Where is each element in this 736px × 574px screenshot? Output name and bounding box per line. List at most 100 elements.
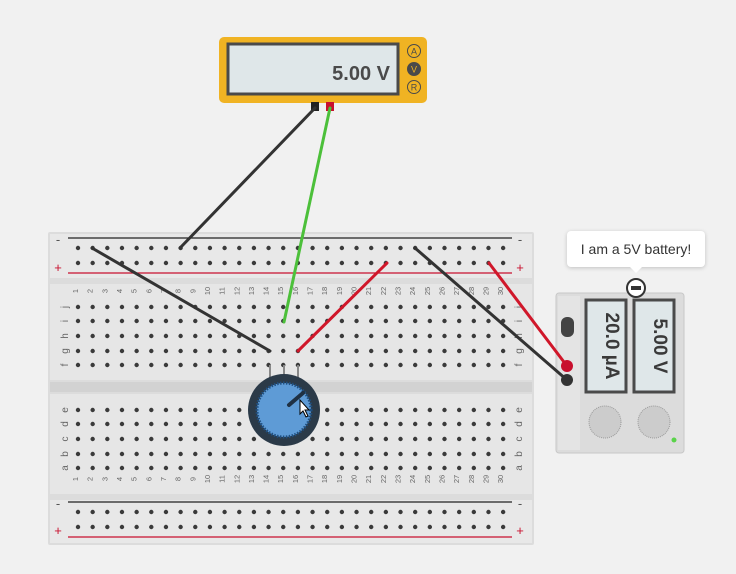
breadboard-hole[interactable] <box>178 436 183 442</box>
supply-positive-terminal[interactable] <box>561 360 573 372</box>
breadboard-hole[interactable] <box>105 362 110 368</box>
breadboard-hole[interactable] <box>119 333 125 339</box>
breadboard-hole[interactable] <box>442 318 447 324</box>
breadboard-hole[interactable] <box>354 451 359 457</box>
breadboard-hole[interactable] <box>500 509 506 515</box>
breadboard-hole[interactable] <box>237 436 242 442</box>
breadboard-hole[interactable] <box>222 524 227 530</box>
breadboard-hole[interactable] <box>119 304 125 310</box>
breadboard-hole[interactable] <box>383 333 389 339</box>
breadboard-hole[interactable] <box>251 362 257 368</box>
breadboard-hole[interactable] <box>281 524 286 530</box>
breadboard-hole[interactable] <box>134 304 139 310</box>
breadboard-hole[interactable] <box>90 451 95 457</box>
breadboard-hole[interactable] <box>310 524 315 530</box>
breadboard-hole[interactable] <box>266 260 271 266</box>
breadboard-hole[interactable] <box>427 348 433 354</box>
breadboard-hole[interactable] <box>149 407 154 413</box>
breadboard-hole[interactable] <box>471 509 477 515</box>
breadboard-hole[interactable] <box>119 348 125 354</box>
breadboard-hole[interactable] <box>295 465 301 471</box>
breadboard-hole[interactable] <box>471 407 477 413</box>
breadboard-hole[interactable] <box>178 509 183 515</box>
breadboard-hole[interactable] <box>456 318 462 324</box>
breadboard-hole[interactable] <box>237 407 242 413</box>
breadboard-hole[interactable] <box>500 362 506 368</box>
breadboard-hole[interactable] <box>325 260 330 266</box>
breadboard-hole[interactable] <box>193 451 198 457</box>
breadboard-hole[interactable] <box>222 465 227 471</box>
breadboard-hole[interactable] <box>207 245 213 251</box>
breadboard-hole[interactable] <box>237 260 242 266</box>
breadboard-hole[interactable] <box>325 451 330 457</box>
breadboard-hole[interactable] <box>398 421 403 427</box>
breadboard-hole[interactable] <box>500 260 506 266</box>
breadboard-hole[interactable] <box>339 348 345 354</box>
breadboard-hole[interactable] <box>369 407 374 413</box>
breadboard-hole[interactable] <box>369 436 374 442</box>
breadboard-hole[interactable] <box>383 362 389 368</box>
breadboard-hole[interactable] <box>75 348 81 354</box>
breadboard-hole[interactable] <box>310 260 315 266</box>
breadboard-hole[interactable] <box>105 421 110 427</box>
breadboard-hole[interactable] <box>163 407 169 413</box>
breadboard-hole[interactable] <box>134 362 139 368</box>
breadboard-hole[interactable] <box>266 333 271 339</box>
breadboard-hole[interactable] <box>427 318 433 324</box>
breadboard-hole[interactable] <box>105 465 110 471</box>
supply-negative-terminal[interactable] <box>561 374 573 386</box>
breadboard-hole[interactable] <box>90 333 95 339</box>
breadboard-hole[interactable] <box>412 421 418 427</box>
wire-black-supply[interactable] <box>413 246 569 382</box>
breadboard-hole[interactable] <box>134 348 139 354</box>
breadboard-hole[interactable] <box>75 465 81 471</box>
breadboard-hole[interactable] <box>281 260 286 266</box>
breadboard-hole[interactable] <box>295 524 301 530</box>
breadboard-hole[interactable] <box>383 348 389 354</box>
breadboard-hole[interactable] <box>281 451 286 457</box>
breadboard-hole[interactable] <box>119 509 125 515</box>
breadboard-hole[interactable] <box>442 436 447 442</box>
breadboard-hole[interactable] <box>90 465 95 471</box>
breadboard-hole[interactable] <box>237 465 242 471</box>
breadboard-hole[interactable] <box>193 509 198 515</box>
breadboard-hole[interactable] <box>398 245 403 251</box>
breadboard-hole[interactable] <box>163 348 169 354</box>
breadboard-hole[interactable] <box>339 333 345 339</box>
breadboard-hole[interactable] <box>412 524 418 530</box>
breadboard-hole[interactable] <box>383 304 389 310</box>
breadboard-hole[interactable] <box>369 524 374 530</box>
breadboard-hole[interactable] <box>105 524 110 530</box>
breadboard-hole[interactable] <box>222 436 227 442</box>
breadboard-hole[interactable] <box>456 465 462 471</box>
breadboard-hole[interactable] <box>383 421 389 427</box>
breadboard-hole[interactable] <box>442 451 447 457</box>
breadboard-hole[interactable] <box>442 362 447 368</box>
breadboard-hole[interactable] <box>383 436 389 442</box>
breadboard-hole[interactable] <box>105 245 110 251</box>
breadboard-hole[interactable] <box>90 304 95 310</box>
breadboard-hole[interactable] <box>251 245 257 251</box>
breadboard-hole[interactable] <box>134 245 139 251</box>
breadboard-hole[interactable] <box>75 304 81 310</box>
breadboard-hole[interactable] <box>105 348 110 354</box>
breadboard-hole[interactable] <box>310 245 315 251</box>
breadboard-hole[interactable] <box>442 304 447 310</box>
breadboard-hole[interactable] <box>354 333 359 339</box>
breadboard-hole[interactable] <box>237 245 242 251</box>
breadboard-hole[interactable] <box>90 524 95 530</box>
breadboard-hole[interactable] <box>398 524 403 530</box>
breadboard-hole[interactable] <box>427 245 433 251</box>
breadboard-hole[interactable] <box>500 465 506 471</box>
breadboard-hole[interactable] <box>193 260 198 266</box>
breadboard-hole[interactable] <box>90 362 95 368</box>
breadboard-hole[interactable] <box>193 436 198 442</box>
breadboard-hole[interactable] <box>75 318 81 324</box>
breadboard-hole[interactable] <box>149 421 154 427</box>
breadboard-hole[interactable] <box>486 509 491 515</box>
breadboard-hole[interactable] <box>442 348 447 354</box>
wire-black-pot[interactable] <box>90 246 272 353</box>
breadboard-hole[interactable] <box>325 509 330 515</box>
breadboard-hole[interactable] <box>471 436 477 442</box>
